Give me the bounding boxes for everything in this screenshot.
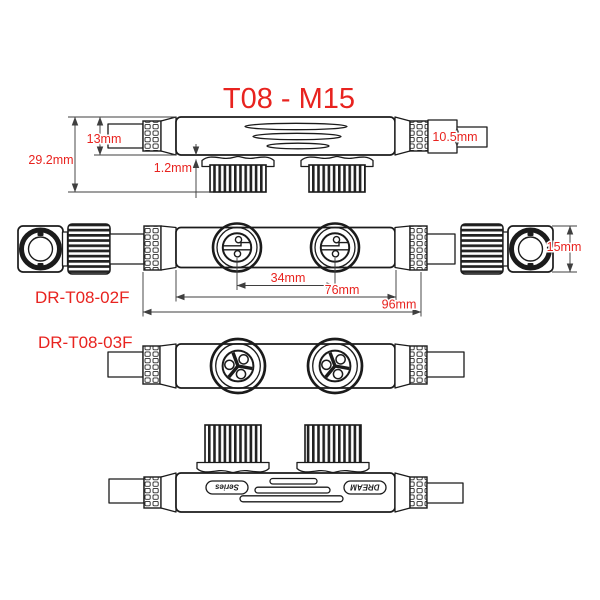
taper-left xyxy=(160,116,177,156)
end-plug-ring xyxy=(19,227,62,271)
brand-label: DREAM xyxy=(350,483,380,492)
coupling-knob-right xyxy=(300,155,374,193)
taper-right xyxy=(394,343,411,389)
taper-left xyxy=(159,343,177,389)
cable-stub-left xyxy=(108,478,145,504)
taper-right xyxy=(394,472,411,513)
knurled-cap xyxy=(67,223,111,275)
taper-right xyxy=(394,116,411,156)
end-plug-left xyxy=(17,223,111,275)
strain-relief-right xyxy=(409,120,429,152)
cable-stub-right xyxy=(426,351,465,378)
end-plug-ring xyxy=(509,227,552,271)
series-label: Series xyxy=(214,483,239,492)
dim-label-overall-height: 29.2mm xyxy=(28,153,73,167)
taper-left xyxy=(160,225,177,271)
brand-badge: DREAM xyxy=(343,480,387,495)
dim-label-overall-length: 96mm xyxy=(382,298,417,312)
strain-relief-right xyxy=(409,345,428,385)
grip-slot xyxy=(254,486,331,494)
dim-label-body-height: 13mm xyxy=(87,132,122,146)
product-title: T08 - M15 xyxy=(223,83,355,115)
front-view-2pin: DR-T08-02F 15mm 34mm 76mm 96mm xyxy=(17,222,583,317)
taper-left xyxy=(160,472,177,513)
grip-slot xyxy=(244,122,348,131)
bottom-side-view: Series DREAM xyxy=(108,424,464,513)
latch-bar xyxy=(61,231,69,267)
dimension-15mm: 15mm xyxy=(545,225,583,273)
cable-stub-right xyxy=(426,233,456,265)
cable-stub-right xyxy=(426,482,464,504)
strain-relief-left xyxy=(142,120,162,152)
dimension-29-2mm: 29.2mm xyxy=(27,116,213,193)
strain-relief-left xyxy=(142,345,161,385)
cable-stub-left xyxy=(107,123,144,149)
strain-relief-right xyxy=(409,225,428,271)
dimension-13mm: 13mm xyxy=(68,116,176,156)
front-view-3pin: DR-T08-03F xyxy=(38,333,465,395)
grip-slot xyxy=(252,132,342,141)
top-side-view: 13mm 29.2mm 1.2mm 10.5mm xyxy=(27,116,488,198)
model-label-2pin: DR-T08-02F xyxy=(35,288,129,307)
strain-relief-left xyxy=(143,225,162,271)
dimension-96mm: 96mm xyxy=(142,272,422,317)
cable-stub-left xyxy=(107,351,144,378)
grip-slot xyxy=(269,477,318,485)
series-badge: Series xyxy=(205,480,249,495)
grip-slot xyxy=(266,142,330,150)
dimension-1-2mm: 1.2mm xyxy=(152,144,200,198)
dim-label-body-length: 76mm xyxy=(325,283,360,297)
strain-relief-right xyxy=(409,476,428,509)
dim-label-port-spacing: 34mm xyxy=(271,271,306,285)
taper-right xyxy=(394,225,411,271)
dim-label-end-cap: 15mm xyxy=(547,240,582,254)
coupling-knob-right xyxy=(296,424,370,474)
coupling-knob-left xyxy=(196,424,270,474)
strain-relief-left xyxy=(143,476,162,509)
end-plug-right xyxy=(460,223,554,275)
knurled-cap xyxy=(460,223,504,275)
model-label-3pin: DR-T08-03F xyxy=(38,333,132,352)
coupling-knob-left xyxy=(201,155,275,193)
dimension-76mm: 76mm xyxy=(175,270,397,302)
dim-label-cable-end: 10.5mm xyxy=(432,130,477,144)
dimension-34mm: 34mm xyxy=(236,258,336,290)
grip-slot xyxy=(239,495,344,503)
main-body xyxy=(175,226,396,269)
dim-label-flange-lip: 1.2mm xyxy=(154,161,192,175)
dimension-10-5mm: 10.5mm xyxy=(431,126,479,148)
cable-stub-left xyxy=(109,233,145,265)
coupler-step xyxy=(427,119,458,154)
